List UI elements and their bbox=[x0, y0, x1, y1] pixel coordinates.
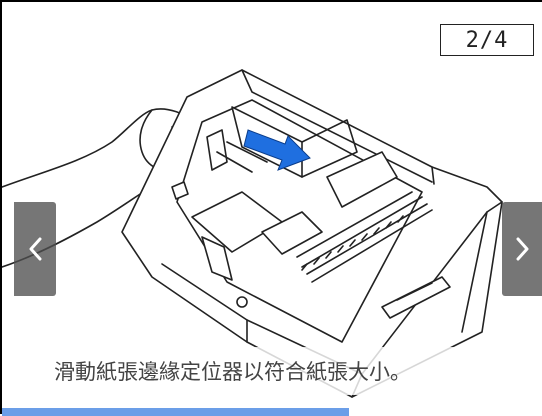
next-button[interactable] bbox=[502, 202, 542, 296]
direction-arrow bbox=[243, 129, 311, 171]
chevron-right-icon bbox=[516, 237, 529, 261]
progress-bar-fill bbox=[2, 408, 349, 416]
chevron-left-icon bbox=[29, 237, 42, 261]
progress-bar bbox=[2, 408, 542, 416]
previous-button[interactable] bbox=[14, 202, 56, 296]
step-caption: 滑動紙張邊緣定位器以符合紙張大小。 bbox=[54, 360, 411, 384]
page-indicator: 2/4 bbox=[440, 24, 534, 56]
caption-background bbox=[2, 347, 542, 395]
